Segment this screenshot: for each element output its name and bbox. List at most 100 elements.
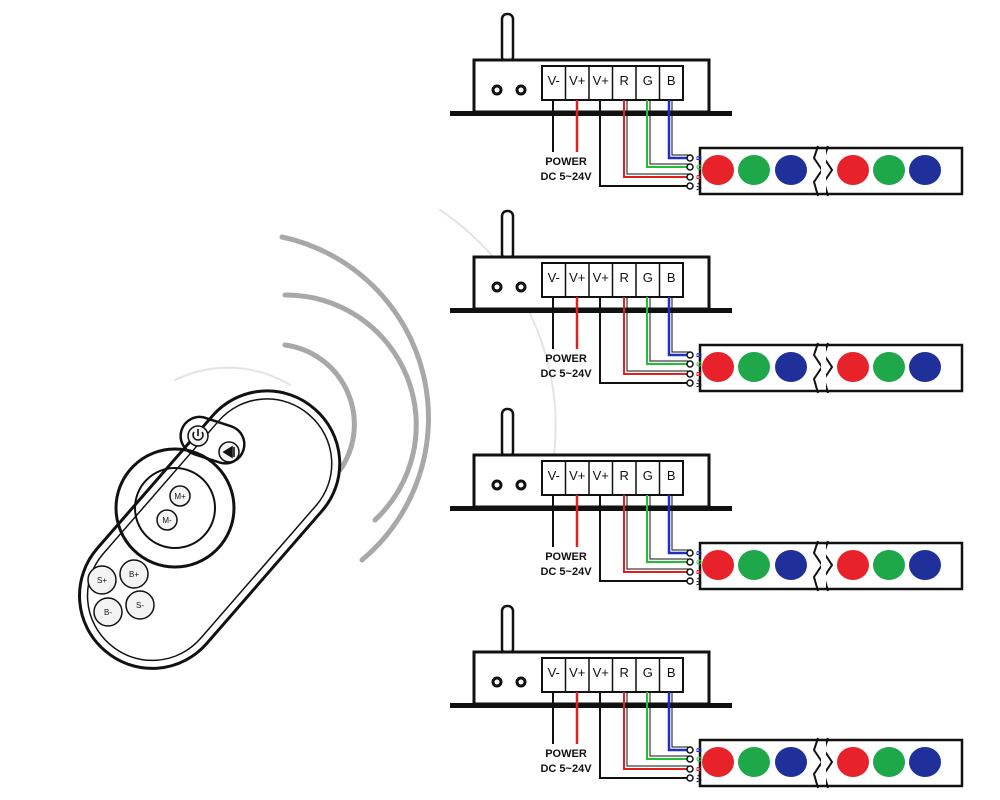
- wire-strip-v-plus: [599, 692, 690, 779]
- wire-green-outline: [649, 297, 690, 362]
- terminal-r-label: R: [620, 73, 629, 88]
- terminal-v-minus-label: V-: [548, 73, 560, 88]
- led-strip: V+RGB: [686, 145, 964, 197]
- terminal-g-label: G: [643, 665, 653, 680]
- led-blue: [909, 352, 941, 382]
- wire-strip-v-plus: [599, 297, 690, 384]
- power-label: POWER: [545, 353, 587, 365]
- led-strip: V+ RGB: [686, 540, 964, 592]
- terminal-g-label: G: [643, 270, 653, 285]
- mode-button[interactable]: [218, 441, 240, 463]
- terminal-v-plus-label: V+: [569, 73, 585, 88]
- strip-pin-g-label: G: [697, 559, 704, 565]
- screw-hole: [515, 676, 527, 688]
- controller-base: [450, 506, 732, 511]
- screw-hole: [491, 84, 503, 96]
- power-button[interactable]: [187, 425, 209, 447]
- led-green: [873, 747, 905, 777]
- wire-strip-v-plus: [599, 495, 690, 582]
- power-label: POWER: [545, 551, 587, 563]
- wire-blue: [667, 297, 690, 357]
- wire-blue: [667, 692, 690, 752]
- speed-down-button[interactable]: S-: [125, 590, 155, 620]
- strip-pin-b-label: B: [697, 550, 704, 555]
- play-pause-icon: [222, 445, 235, 459]
- terminal-v-plus-label: V+: [569, 270, 585, 285]
- wire-green: [646, 297, 690, 365]
- wire-red-outline: [626, 692, 690, 767]
- strip-pin-v-plus: [686, 379, 694, 387]
- wire-green: [646, 692, 690, 760]
- wire-red: [623, 495, 690, 573]
- terminal-v-plus-label: V+: [593, 270, 609, 285]
- mode-down-button[interactable]: M-: [156, 509, 178, 531]
- led-blue: [909, 747, 941, 777]
- led-red: [837, 155, 869, 185]
- strip-pin-v-plus-label: V+: [697, 577, 704, 586]
- strip-pin-v-plus: [686, 577, 694, 585]
- wire-red-outline: [626, 100, 690, 175]
- strip-pin-v-plus: [686, 182, 694, 190]
- terminal-r-label: R: [620, 270, 629, 285]
- terminal-b-label: B: [667, 468, 676, 483]
- screw-hole: [515, 281, 527, 293]
- terminal-v-minus-label: V-: [548, 270, 560, 285]
- terminal-r-label: R: [620, 665, 629, 680]
- strip-pin-v-plus: [686, 774, 694, 782]
- terminal-v-minus-label: V-: [548, 468, 560, 483]
- strip-pin-r-label: R: [697, 569, 704, 574]
- strip-pin-b-label: B: [697, 747, 704, 752]
- led-green: [738, 352, 770, 382]
- controller-base: [450, 703, 732, 708]
- led-red: [702, 155, 734, 185]
- led-strip: V+RGB: [686, 737, 964, 789]
- terminal-b-label: B: [667, 73, 676, 88]
- power-label: POWER: [545, 156, 587, 168]
- wire-red-outline: [626, 495, 690, 570]
- led-red: [837, 747, 869, 777]
- brightness-down-label: B-: [104, 608, 112, 617]
- voltage-label: DC 5~24V: [540, 171, 592, 183]
- brightness-up-button[interactable]: B+: [119, 559, 149, 589]
- voltage-label: DC 5~24V: [540, 566, 592, 578]
- strip-pin-b: [686, 351, 694, 359]
- mode-up-button[interactable]: M+: [169, 485, 191, 507]
- terminal-g-label: G: [643, 73, 653, 88]
- controller-base: [450, 308, 732, 313]
- wire-green: [646, 495, 690, 563]
- wire-strip-v-plus: [599, 100, 690, 187]
- strip-pin-v-plus-label: V+: [697, 774, 704, 783]
- strip-pin-g-label: G: [697, 756, 704, 762]
- touch-remote-control: M+ M- S+ B+ B- S-: [78, 389, 342, 670]
- speed-up-button[interactable]: S+: [87, 565, 117, 595]
- strip-pin-v-plus-label: V+: [697, 182, 704, 191]
- wire-green-outline: [649, 495, 690, 560]
- terminal-v-plus-label: V+: [593, 665, 609, 680]
- antenna: [500, 209, 515, 261]
- touch-wheel-outer[interactable]: [114, 447, 236, 569]
- strip-pin-b-label: B: [697, 155, 704, 160]
- terminal-r-label: R: [620, 468, 629, 483]
- led-blue: [775, 155, 807, 185]
- wire-blue: [667, 495, 690, 555]
- led-green: [738, 155, 770, 185]
- screw-hole: [515, 479, 527, 491]
- brightness-down-button[interactable]: B-: [93, 597, 123, 627]
- led-red: [702, 550, 734, 580]
- terminal-v-plus-label: V+: [593, 73, 609, 88]
- mode-down-label: M-: [162, 516, 172, 525]
- strip-pin-g: [686, 558, 694, 566]
- led-green: [738, 747, 770, 777]
- strip-pin-r-label: R: [697, 371, 704, 376]
- speed-up-label: S+: [97, 576, 107, 585]
- voltage-label: DC 5~24V: [540, 763, 592, 775]
- signal-arc-2: [282, 342, 357, 473]
- terminal-v-plus-label: V+: [593, 468, 609, 483]
- strip-pin-b: [686, 154, 694, 162]
- power-icon: [192, 429, 204, 441]
- strip-pin-r-label: R: [697, 174, 704, 179]
- strip-pin-r: [686, 765, 694, 773]
